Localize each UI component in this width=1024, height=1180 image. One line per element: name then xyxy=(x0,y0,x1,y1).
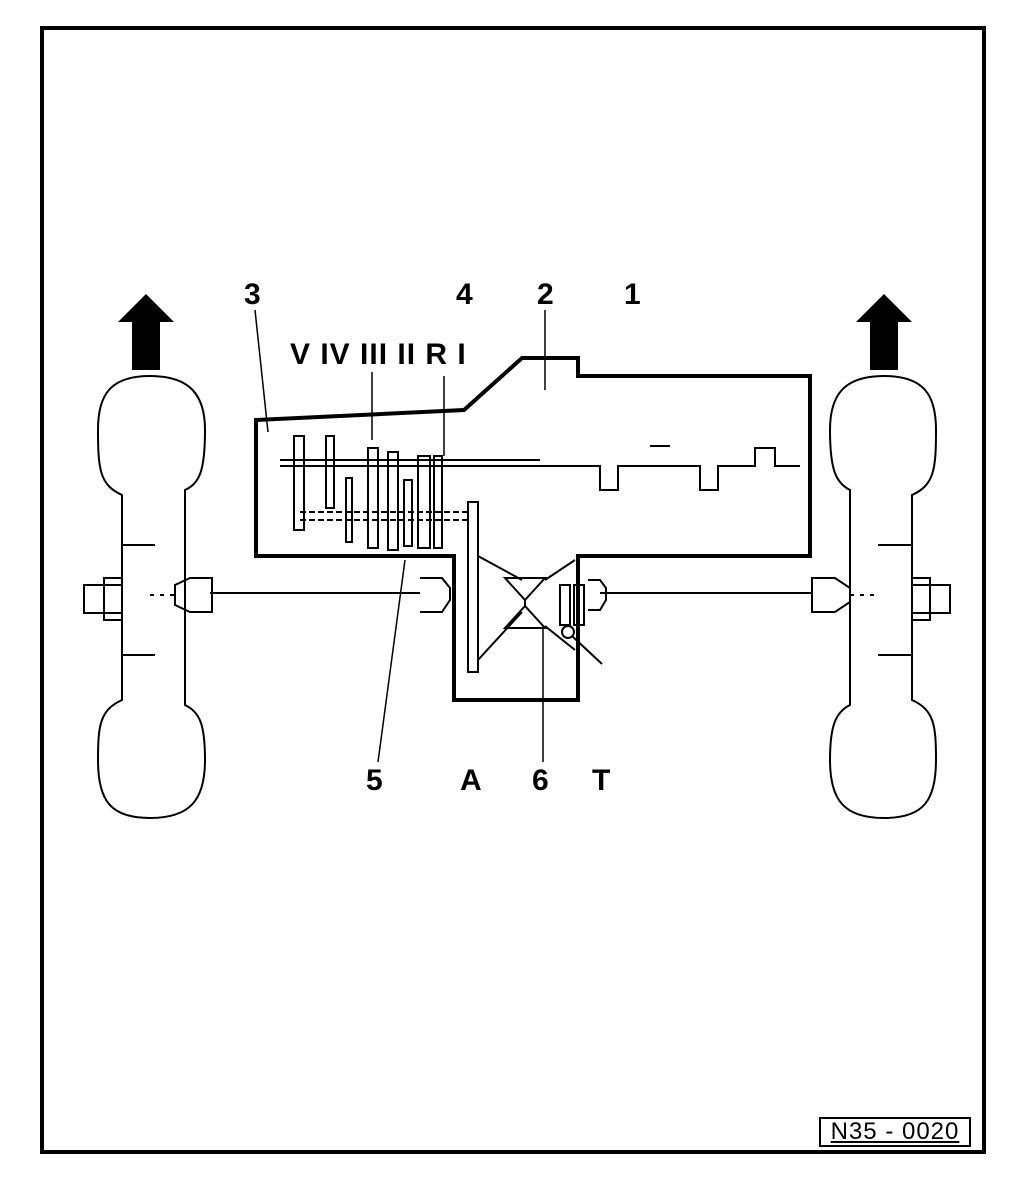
left-drive-shaft xyxy=(150,577,451,613)
callout-4: 4 xyxy=(456,278,473,311)
gear-labels: V IV III II R I xyxy=(290,338,467,371)
diagram-frame xyxy=(40,26,986,1154)
callout-2: 2 xyxy=(537,278,554,311)
differential xyxy=(502,559,603,665)
gear-set xyxy=(293,435,443,551)
direction-arrow-right xyxy=(856,294,912,370)
callout-A: A xyxy=(460,764,482,797)
final-drive-ring-gear xyxy=(467,501,523,673)
callout-3: 3 xyxy=(244,278,261,311)
input-shaft xyxy=(280,445,800,491)
leader-lines xyxy=(254,309,546,763)
direction-arrow-left xyxy=(118,294,174,370)
reference-code-box: N35 - 0020 xyxy=(819,1117,971,1147)
gearbox-housing xyxy=(254,356,812,702)
right-drive-shaft xyxy=(588,577,880,613)
left-wheel xyxy=(83,374,207,820)
reference-code: N35 - 0020 xyxy=(830,1118,960,1145)
right-wheel xyxy=(828,374,951,820)
callout-6: 6 xyxy=(532,764,549,797)
callout-1: 1 xyxy=(624,278,641,311)
callout-T: T xyxy=(592,764,610,797)
callout-5: 5 xyxy=(366,764,383,797)
output-shaft xyxy=(300,511,470,521)
